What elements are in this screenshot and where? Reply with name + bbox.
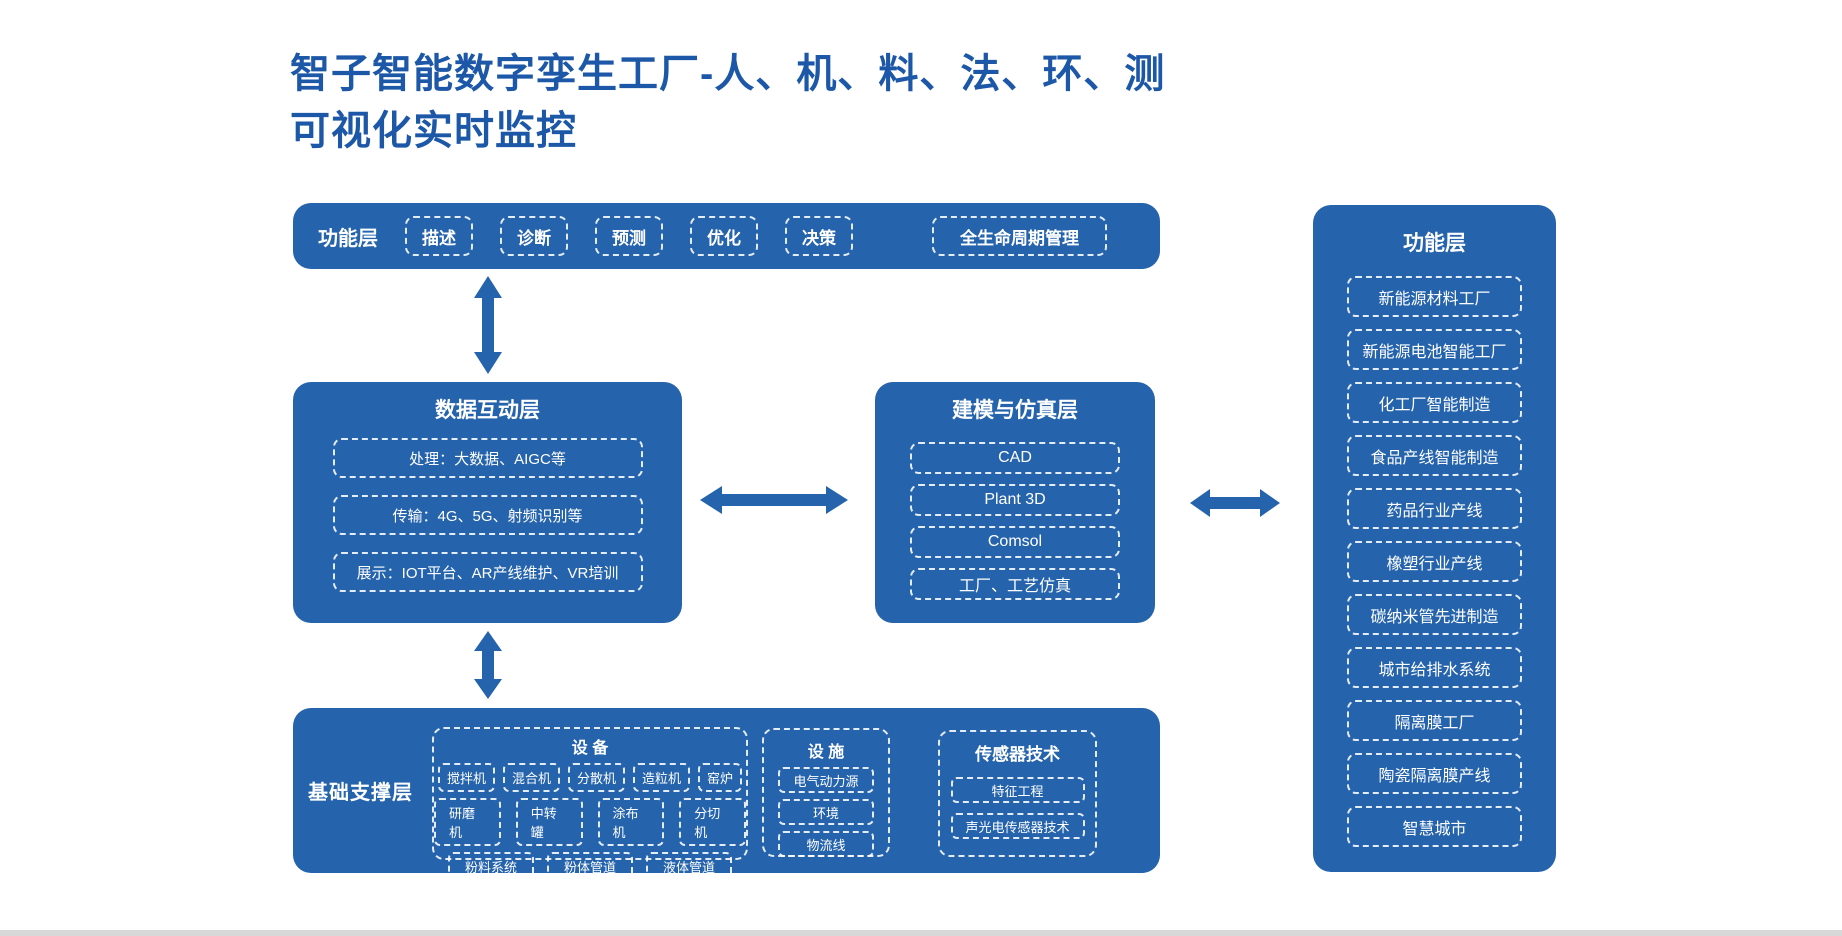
modeling-simulation-layer-title: 建模与仿真层	[952, 399, 1078, 422]
equipment-row-1: 搅拌机 混合机 分散机 造粒机 窑炉	[437, 763, 743, 792]
model-item-cad: CAD	[910, 442, 1120, 474]
sensor-items: 特征工程 声光电传感器技术	[940, 777, 1095, 839]
arrow-modeling-rightlayer	[1190, 485, 1280, 521]
right-item-urban-water-system: 城市给排水系统	[1347, 647, 1522, 688]
equip-item-powder-pipeline: 粉体管道	[546, 852, 633, 881]
equipment-group: 设 备 搅拌机 混合机 分散机 造粒机 窑炉 研磨机 中转罐 涂布机 分切机 粉…	[432, 727, 748, 881]
data-interaction-layer-box: 数据互动层 处理：大数据、AIGC等 传输：4G、5G、射频识别等 展示：IOT…	[293, 382, 682, 623]
top-item-describe: 描述	[405, 216, 473, 256]
right-item-food-line-smart-mfg: 食品产线智能制造	[1347, 435, 1522, 476]
base-support-layer-label: 基础支撑层	[308, 782, 413, 804]
right-item-smart-city: 智慧城市	[1347, 806, 1522, 847]
equip-item-coater: 涂布机	[597, 798, 665, 846]
right-function-layer-box: 功能层 新能源材料工厂 新能源电池智能工厂 化工厂智能制造 食品产线智能制造 药…	[1313, 205, 1556, 872]
fac-item-logistics-line: 物流线	[778, 831, 874, 857]
right-item-pharma-line: 药品行业产线	[1347, 488, 1522, 529]
top-function-layer-label: 功能层	[318, 227, 378, 250]
right-item-ceramic-separator-line: 陶瓷隔离膜产线	[1347, 753, 1522, 794]
equip-item-liquid-pipeline: 液体管道	[646, 852, 733, 881]
equipment-row-2: 研磨机 中转罐 涂布机 分切机	[434, 798, 746, 846]
model-item-factory-process-sim: 工厂、工艺仿真	[910, 568, 1120, 600]
top-item-optimize: 优化	[690, 216, 758, 256]
top-item-diagnose: 诊断	[500, 216, 568, 256]
equip-item-transfer-tank: 中转罐	[515, 798, 583, 846]
sensor-tech-group: 传感器技术 特征工程 声光电传感器技术	[938, 730, 1097, 857]
right-item-carbon-nanotube-mfg: 碳纳米管先进制造	[1347, 594, 1522, 635]
right-function-layer-title: 功能层	[1403, 232, 1466, 255]
equip-item-granulator: 造粒机	[633, 763, 691, 792]
equipment-row-3: 粉料系统 粉体管道 液体管道	[447, 852, 733, 881]
data-item-transmission: 传输：4G、5G、射频识别等	[332, 495, 643, 535]
right-item-chemical-smart-mfg: 化工厂智能制造	[1347, 382, 1522, 423]
equip-item-powder-system: 粉料系统	[447, 852, 534, 881]
equip-item-slitter: 分切机	[679, 798, 746, 846]
data-item-processing: 处理：大数据、AIGC等	[332, 438, 643, 478]
page-title: 智子智能数字孪生工厂-人、机、料、法、环、测 可视化实时监控	[290, 46, 1165, 160]
model-item-plant3d: Plant 3D	[910, 484, 1120, 516]
arrow-datalayer-support	[470, 631, 506, 699]
page-title-line2: 可视化实时监控	[290, 109, 577, 153]
data-interaction-items: 处理：大数据、AIGC等 传输：4G、5G、射频识别等 展示：IOT平台、AR产…	[293, 438, 682, 592]
base-support-layer-box: 基础支撑层 设 备 搅拌机 混合机 分散机 造粒机 窑炉 研磨机 中转罐 涂布机…	[293, 708, 1160, 881]
arrow-topbox-datalayer	[470, 276, 506, 374]
top-function-layer-box: 功能层 描述 诊断 预测 优化 决策 全生命周期管理	[293, 203, 1160, 269]
right-item-rubber-plastic-line: 橡塑行业产线	[1347, 541, 1522, 582]
model-item-comsol: Comsol	[910, 526, 1120, 558]
modeling-items: CAD Plant 3D Comsol 工厂、工艺仿真	[875, 442, 1155, 600]
facilities-items: 电气动力源 环境 物流线	[764, 767, 888, 857]
right-item-battery-smart-factory: 新能源电池智能工厂	[1347, 329, 1522, 370]
sensor-tech-group-title: 传感器技术	[975, 745, 1060, 764]
equip-item-mixer: 搅拌机	[437, 763, 495, 792]
top-item-predict: 预测	[595, 216, 663, 256]
facilities-group: 设 施 电气动力源 环境 物流线	[762, 728, 890, 857]
equip-item-kiln: 窑炉	[698, 763, 743, 792]
data-interaction-layer-title: 数据互动层	[435, 399, 540, 422]
equip-item-blender: 混合机	[502, 763, 560, 792]
page-title-line1: 智子智能数字孪生工厂-人、机、料、法、环、测	[290, 52, 1166, 96]
arrow-datalayer-modeling	[700, 482, 848, 518]
fac-item-environment: 环境	[778, 799, 874, 825]
equipment-rows: 搅拌机 混合机 分散机 造粒机 窑炉 研磨机 中转罐 涂布机 分切机 粉料系统 …	[434, 763, 746, 881]
equipment-group-title: 设 备	[571, 740, 609, 757]
sensor-item-feature-engineering: 特征工程	[950, 777, 1085, 803]
modeling-simulation-layer-box: 建模与仿真层 CAD Plant 3D Comsol 工厂、工艺仿真	[875, 382, 1155, 623]
data-item-display: 展示：IOT平台、AR产线维护、VR培训	[332, 552, 643, 592]
fac-item-electric-power: 电气动力源	[778, 767, 874, 793]
right-item-separator-factory: 隔离膜工厂	[1347, 700, 1522, 741]
equip-item-disperser: 分散机	[567, 763, 625, 792]
right-function-items: 新能源材料工厂 新能源电池智能工厂 化工厂智能制造 食品产线智能制造 药品行业产…	[1313, 276, 1556, 847]
equip-item-grinder: 研磨机	[434, 798, 501, 846]
bottom-edge-strip	[0, 930, 1842, 936]
top-item-lifecycle: 全生命周期管理	[932, 216, 1107, 256]
facilities-group-title: 设 施	[807, 744, 845, 761]
sensor-item-acoustic-optic-electric: 声光电传感器技术	[950, 813, 1085, 839]
top-item-decide: 决策	[785, 216, 853, 256]
right-item-new-energy-material: 新能源材料工厂	[1347, 276, 1522, 317]
